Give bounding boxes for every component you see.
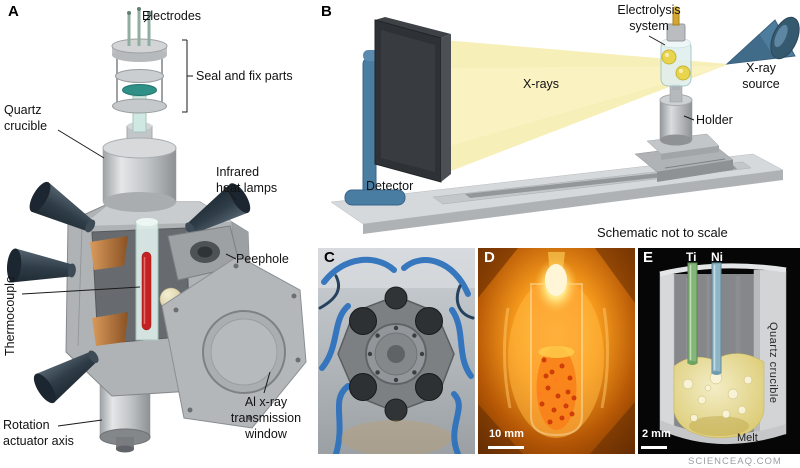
panel-c-label: C bbox=[324, 249, 335, 266]
scale-bar-label-d: 10 mm bbox=[489, 428, 524, 440]
panel-b-label: B bbox=[321, 3, 332, 20]
seal-fix-parts-label: Seal and fix parts bbox=[196, 69, 293, 83]
melt-bubbles bbox=[682, 371, 753, 422]
detector bbox=[344, 17, 451, 206]
panel-a-label: A bbox=[8, 3, 19, 20]
rotation-actuator-label: Rotation actuator axis bbox=[3, 418, 74, 448]
al-xray-window bbox=[161, 255, 307, 429]
electrolysis-cell bbox=[660, 6, 692, 90]
al-window-label: Al x-ray transmission window bbox=[230, 395, 302, 441]
melt bbox=[673, 353, 765, 439]
lamp-reflector bbox=[90, 236, 128, 270]
scale-bar-label-e: 2 mm bbox=[642, 428, 671, 440]
panel-b-illustration bbox=[330, 6, 800, 234]
ti-label: Ti bbox=[686, 250, 697, 264]
peephole-label: Peephole bbox=[236, 252, 289, 266]
xray-source bbox=[725, 16, 800, 65]
panel-e-label: E bbox=[643, 249, 654, 266]
panel-d-label: D bbox=[484, 249, 495, 266]
panel-c-photo bbox=[318, 248, 475, 454]
ti-electrode bbox=[687, 262, 698, 365]
electrolysis-system-label: Electrolysis system bbox=[617, 3, 681, 33]
quartz-crucible-label: Quartz crucible bbox=[4, 103, 48, 133]
xray-source-label: X-ray source bbox=[742, 61, 780, 91]
scale-bar-d bbox=[488, 446, 524, 449]
thermocouple-label: Thermocouple bbox=[3, 276, 17, 356]
scale-bar-e bbox=[641, 446, 667, 449]
leader-lines bbox=[21, 14, 271, 427]
watermark: SCIENCEAQ.COM bbox=[688, 456, 782, 467]
infrared-heat-lamps-label: Infrared heat lamps bbox=[216, 165, 278, 195]
panel-a-illustration bbox=[5, 7, 307, 453]
xray-beam bbox=[443, 40, 729, 174]
xrays-label: X-rays bbox=[522, 77, 560, 91]
melt-label: Melt bbox=[737, 432, 758, 444]
leader-lines bbox=[648, 35, 695, 121]
lamp-reflector bbox=[92, 312, 128, 346]
glowing-crucible bbox=[530, 252, 583, 437]
seal-fix-stack bbox=[111, 7, 168, 133]
ni-electrode bbox=[711, 262, 722, 375]
electrode-pins bbox=[127, 7, 151, 46]
holder-label: Holder bbox=[696, 113, 733, 127]
cables bbox=[318, 274, 475, 320]
panel-d-photo bbox=[478, 248, 635, 454]
melt-speckles bbox=[539, 357, 577, 425]
thermocouple-rod bbox=[141, 251, 152, 331]
detector-label: Detector bbox=[366, 179, 414, 193]
panel-e-render bbox=[638, 248, 800, 454]
electrodes-label: Electrodes bbox=[142, 9, 202, 23]
vacuum-chamber bbox=[337, 286, 455, 422]
ni-label: Ni bbox=[711, 250, 723, 264]
quartz-crucible-label-e: Quartz crucible bbox=[767, 322, 780, 404]
quartz-crucible-housing bbox=[102, 122, 177, 212]
cooling-tubes bbox=[319, 256, 474, 454]
schematic-note: Schematic not to scale bbox=[597, 225, 728, 240]
